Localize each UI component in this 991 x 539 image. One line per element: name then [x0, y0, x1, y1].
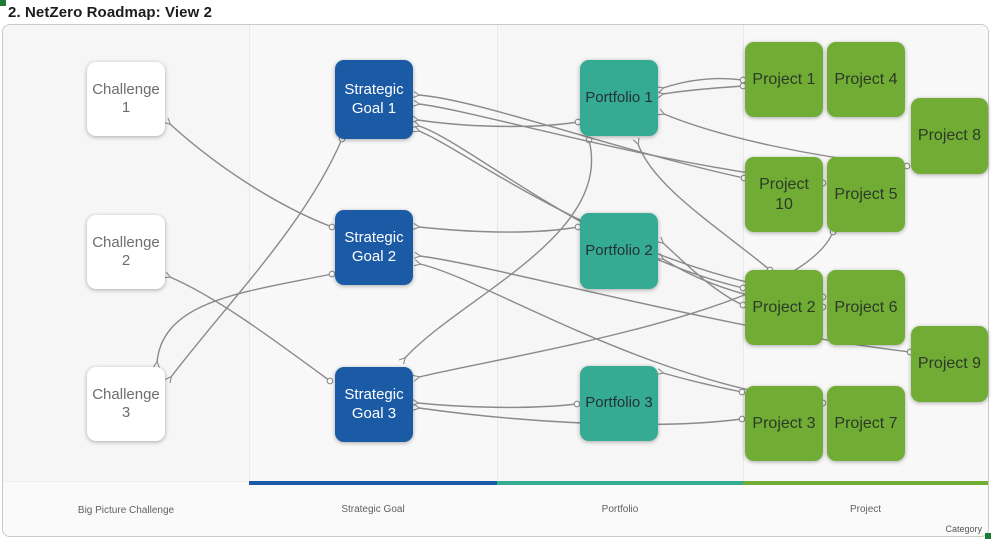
node-portfolio-2[interactable]: Portfolio 2 [580, 213, 658, 289]
lane-bar-challenge [3, 482, 249, 486]
footer-cell-portfolio[interactable]: Portfolio [497, 481, 743, 536]
footer-cell-strategic-goal[interactable]: Strategic Goal [249, 481, 497, 536]
footer-cell-project[interactable]: Project [743, 481, 988, 536]
node-challenge-1[interactable]: Challenge 1 [87, 62, 165, 136]
node-project-8[interactable]: Project 8 [911, 98, 988, 174]
lane-label: Project [849, 504, 882, 515]
lane-label: Big Picture Challenge [77, 504, 175, 516]
page-title: 2. NetZero Roadmap: View 2 [8, 4, 213, 21]
node-strategic-goal-3[interactable]: Strategic Goal 3 [335, 367, 413, 442]
footer-cell-big-picture-challenge[interactable]: Big Picture Challenge [3, 481, 249, 536]
node-project-10[interactable]: Project 10 [745, 157, 823, 232]
lane-bar-portfolio [497, 481, 743, 485]
lane-bar-strategic-goal [249, 481, 497, 485]
lane-label: Portfolio [601, 504, 639, 515]
corner-handle-top-left[interactable] [0, 0, 6, 6]
node-strategic-goal-2[interactable]: Strategic Goal 2 [335, 210, 413, 285]
node-project-3[interactable]: Project 3 [745, 386, 823, 461]
corner-handle-bottom-right[interactable] [985, 533, 991, 539]
lane-label: Strategic Goal [341, 504, 405, 515]
lane-footer: Big Picture Challenge Strategic Goal Por… [3, 481, 988, 536]
node-project-5[interactable]: Project 5 [827, 157, 905, 232]
node-portfolio-1[interactable]: Portfolio 1 [580, 60, 658, 136]
category-axis-label: Category [945, 524, 982, 534]
node-project-1[interactable]: Project 1 [745, 42, 823, 117]
node-project-2[interactable]: Project 2 [745, 270, 823, 345]
node-challenge-3[interactable]: Challenge 3 [87, 367, 165, 441]
node-strategic-goal-1[interactable]: Strategic Goal 1 [335, 60, 413, 139]
node-project-6[interactable]: Project 6 [827, 270, 905, 345]
node-portfolio-3[interactable]: Portfolio 3 [580, 366, 658, 441]
node-challenge-2[interactable]: Challenge 2 [87, 215, 165, 289]
node-project-4[interactable]: Project 4 [827, 42, 905, 117]
lane-bar-project [743, 481, 988, 485]
node-project-9[interactable]: Project 9 [911, 326, 988, 402]
node-project-7[interactable]: Project 7 [827, 386, 905, 461]
